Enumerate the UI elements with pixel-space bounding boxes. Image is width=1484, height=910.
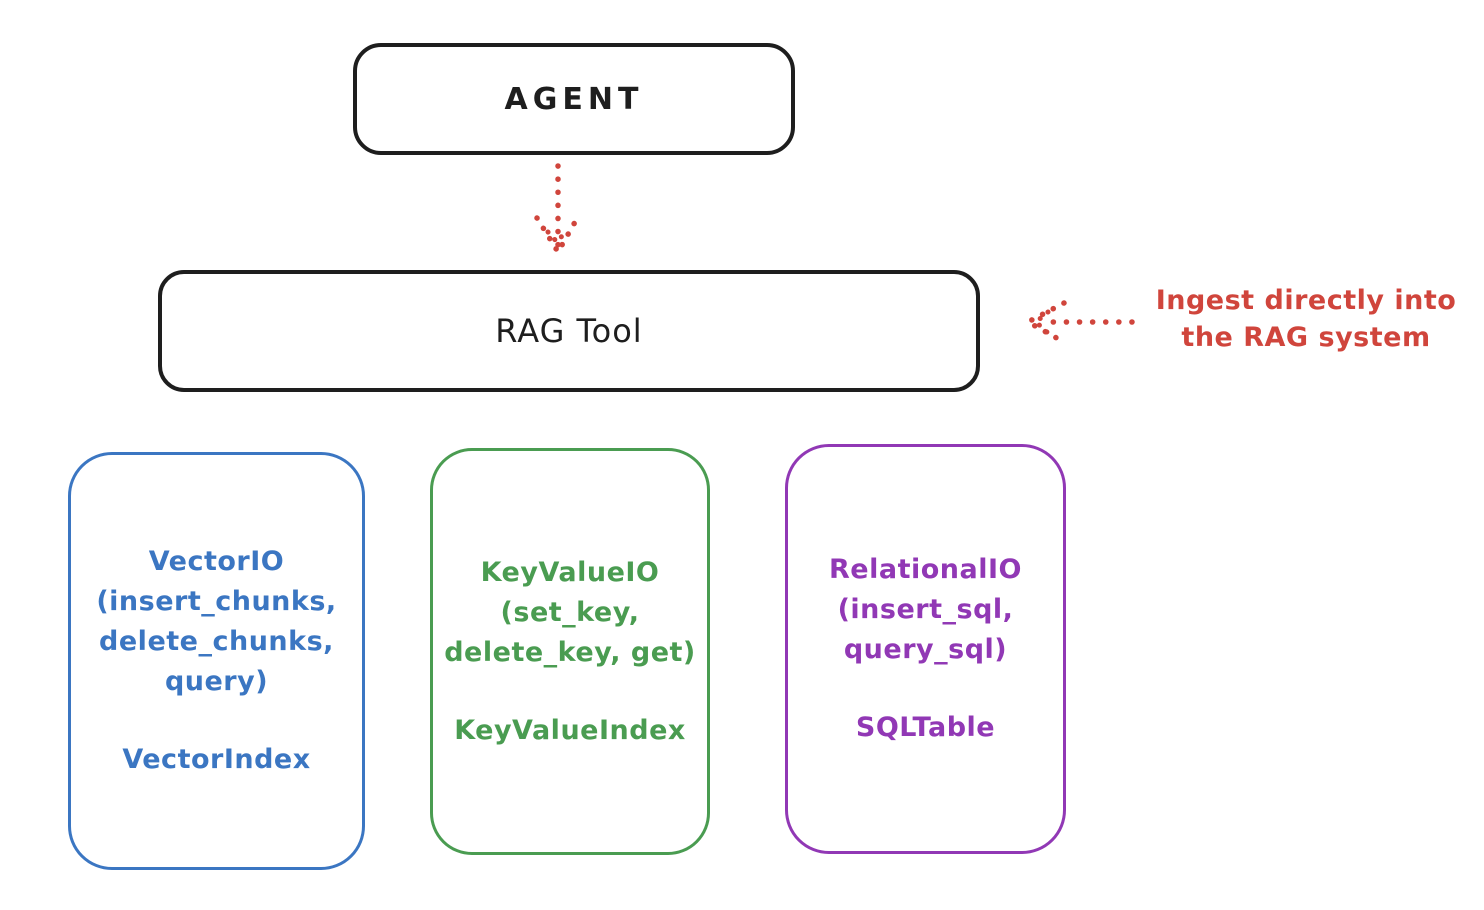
relational-io-line: (insert_sql, [837,594,1014,625]
rag-tool-label: RAG Tool [495,312,643,350]
keyvalue-io-line: KeyValueIO [480,556,660,588]
relational-io-line: query_sql) [843,634,1008,665]
keyvalue-index-label: KeyValueIndex [454,714,686,746]
vector-io-line: delete_chunks, [99,626,334,657]
keyvalue-io-line: (set_key, [500,596,640,628]
agent-label: AGENT [504,81,644,117]
keyvalue-io-node: KeyValueIO (set_key, delete_key, get) Ke… [430,448,710,855]
agent-to-rag-arrow [534,163,582,258]
vector-io-node: VectorIO (insert_chunks, delete_chunks, … [68,452,365,870]
relational-io-line: RelationalIO [829,554,1022,585]
annotation-line-1: Ingest directly into [1155,285,1457,316]
arrow-head [1022,300,1067,344]
ingest-annotation: Ingest directly into the RAG system [1135,282,1477,356]
annotation-line-2: the RAG system [1181,322,1431,353]
keyvalue-io-line: delete_key, get) [444,636,696,668]
rag-tool-node: RAG Tool [158,270,980,392]
agent-node: AGENT [353,43,795,155]
sql-table-label: SQLTable [855,712,996,743]
vector-io-line: (insert_chunks, [96,586,337,617]
relational-io-node: RelationalIO (insert_sql, query_sql) SQL… [785,444,1066,854]
vector-io-line: query) [164,666,269,697]
vector-index-label: VectorIndex [122,744,311,775]
vector-io-line: VectorIO [148,546,285,577]
arrow-head [534,212,582,258]
annotation-to-rag-arrow [1022,300,1135,344]
